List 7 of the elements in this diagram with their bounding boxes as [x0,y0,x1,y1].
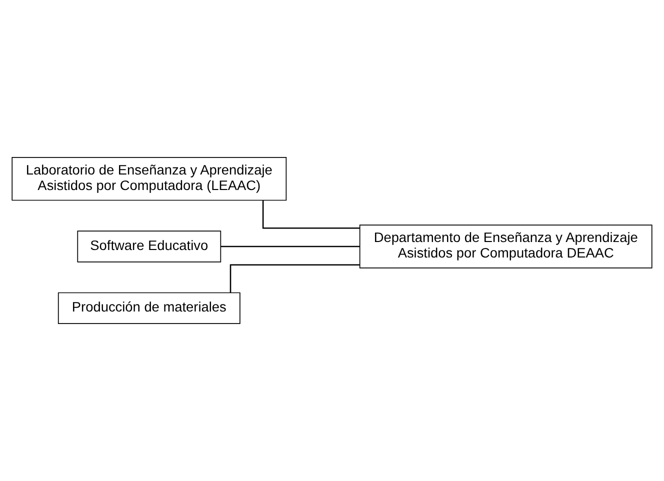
node-box: Producción de materiales [58,292,240,324]
node-box: Software Educativo [77,230,222,262]
node-box: Laboratorio de Enseñanza y Aprendizaje Asistidos por Computadora (LEAAC) [12,157,287,201]
connector [262,200,360,229]
connector [220,246,360,248]
connector [230,264,360,293]
node-box: Departamento de Enseñanza y Aprendizaje Asistidos por Computadora DEAAC [359,224,652,268]
